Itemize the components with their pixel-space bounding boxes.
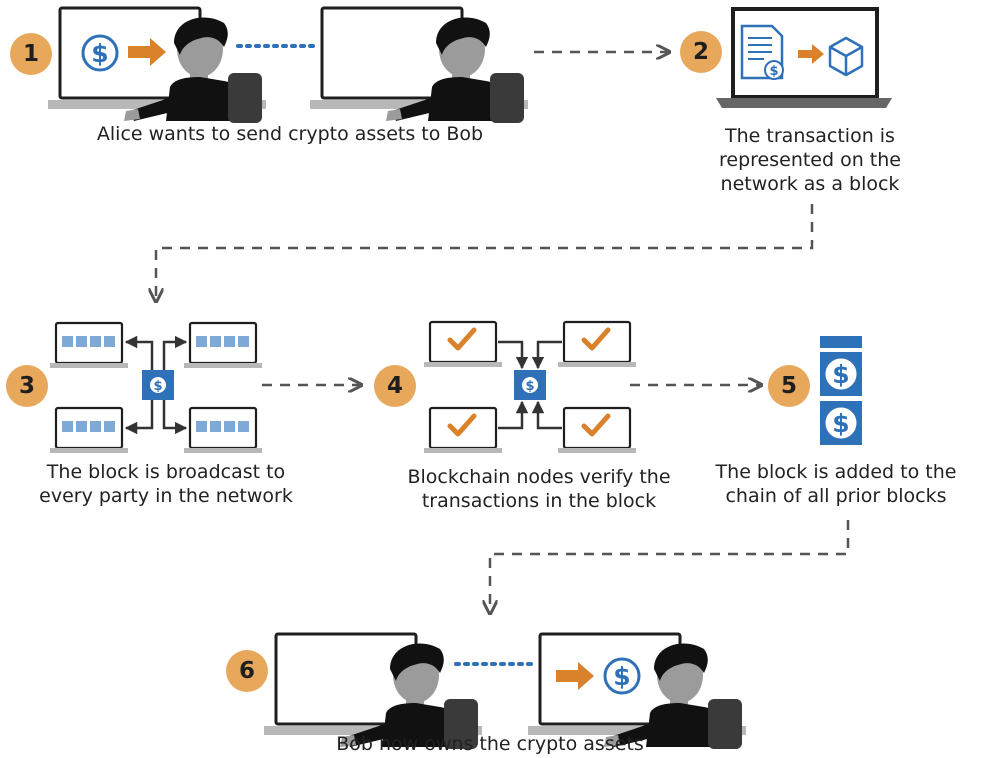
cube-icon <box>828 36 864 77</box>
laptop-check-icon <box>422 406 504 455</box>
laptop-icon <box>48 321 130 370</box>
step1-alice-computer <box>46 6 268 124</box>
step-number-badge: 6 <box>226 650 268 692</box>
caption-line: Alice wants to send crypto assets to Bob <box>96 123 484 145</box>
laptop-check-icon <box>422 320 504 369</box>
step5-block-chain <box>820 336 862 445</box>
step6-bob-computer <box>526 632 748 749</box>
step6-caption: Bob now owns the crypto assets <box>290 732 690 756</box>
caption-line: The block is broadcast to <box>46 461 286 483</box>
laptop-check-icon <box>556 406 638 455</box>
step2-caption: The transaction is represented on the ne… <box>690 124 930 196</box>
step5-caption: The block is added to the chain of all p… <box>700 460 972 508</box>
laptop-icon <box>48 406 130 455</box>
dollar-coin-icon <box>603 657 641 695</box>
caption-line: chain of all prior blocks <box>725 485 947 507</box>
step4-caption: Blockchain nodes verify the transactions… <box>384 465 694 513</box>
laptop-check-icon <box>556 320 638 369</box>
caption-line: Bob now owns the crypto assets <box>336 733 644 755</box>
laptop-icon <box>182 406 264 455</box>
step-number-badge: 5 <box>768 365 810 407</box>
step-number-badge: 2 <box>680 31 722 73</box>
caption-line: network as a block <box>720 173 900 195</box>
caption-line: represented on the <box>719 149 901 171</box>
caption-line: Blockchain nodes verify the <box>407 466 671 488</box>
step-number-badge: 4 <box>374 365 416 407</box>
step3-caption: The block is broadcast to every party in… <box>16 460 316 508</box>
step1-caption: Alice wants to send crypto assets to Bob <box>60 122 520 146</box>
step1-bob-computer <box>308 6 530 124</box>
step2-laptop <box>716 7 892 108</box>
flow-arrow-2-3 <box>156 204 814 300</box>
orange-arrow-small-icon <box>798 44 824 64</box>
caption-line: The block is added to the <box>715 461 957 483</box>
document-icon <box>740 24 784 80</box>
orange-arrow-icon <box>556 662 594 690</box>
caption-line: The transaction is <box>725 125 895 147</box>
step4-verify-network <box>422 320 638 455</box>
caption-line: transactions in the block <box>421 490 657 512</box>
step3-broadcast-network <box>48 321 264 455</box>
step-number-badge: 1 <box>10 33 52 75</box>
step-number-badge: 3 <box>6 365 48 407</box>
laptop-icon <box>182 321 264 370</box>
flow-arrow-5-6 <box>490 520 850 612</box>
caption-line: every party in the network <box>39 485 293 507</box>
orange-arrow-icon <box>128 38 166 66</box>
dollar-coin-icon <box>81 34 119 72</box>
